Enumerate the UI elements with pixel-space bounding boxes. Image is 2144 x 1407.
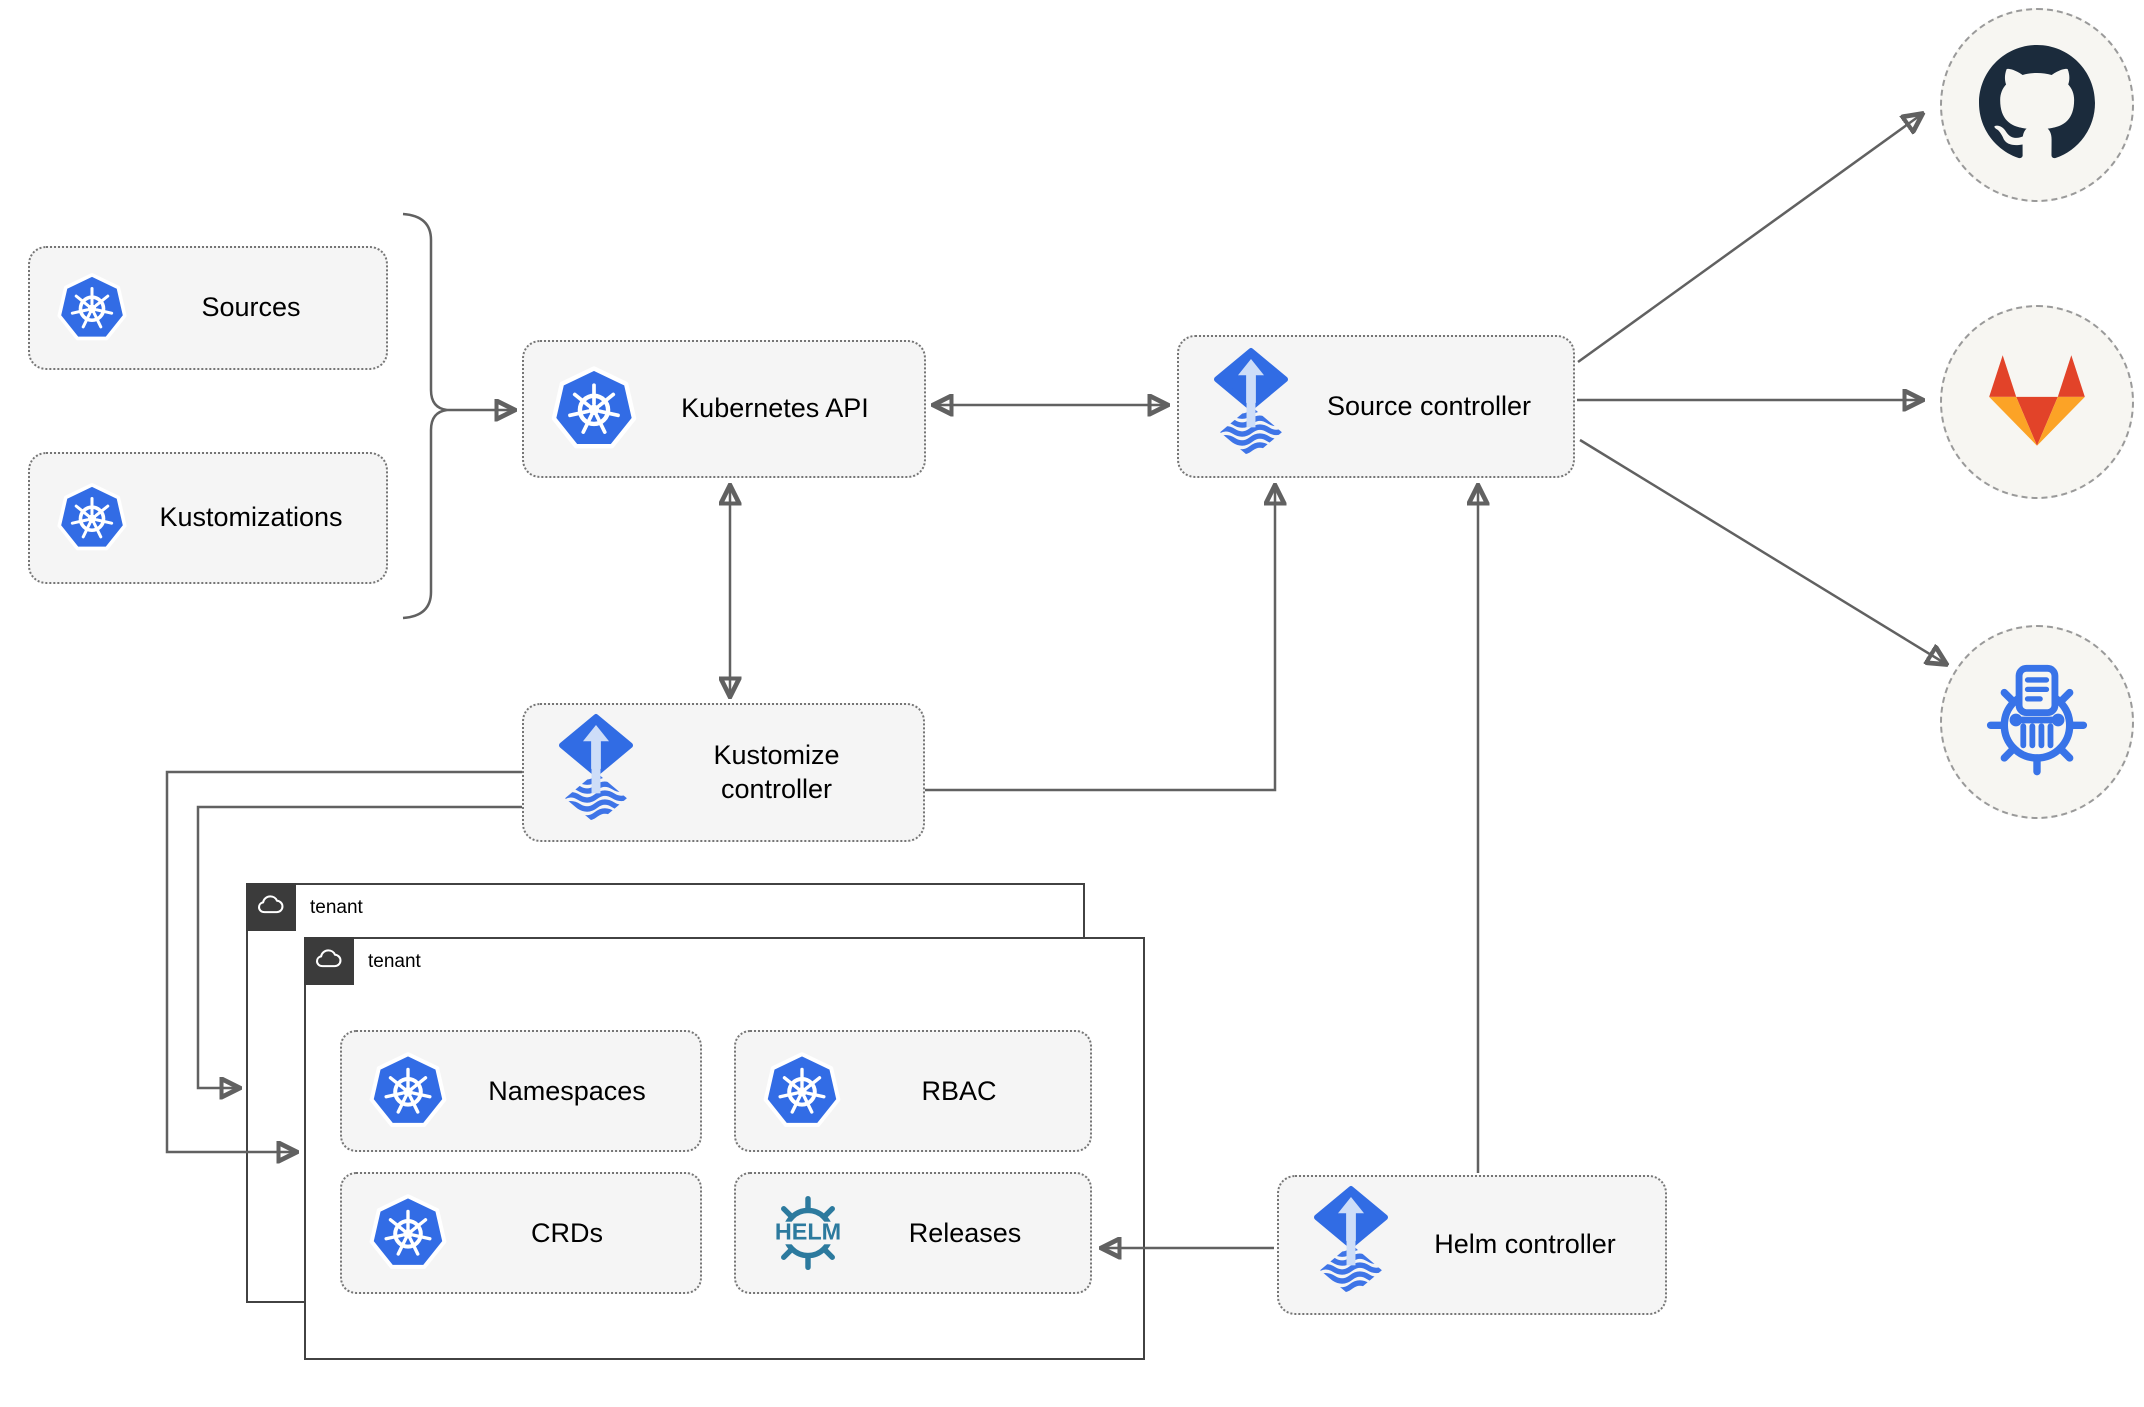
tenant-label: tenant — [310, 897, 363, 918]
tenant-tab — [246, 883, 296, 931]
resource-releases: HELM Releases — [734, 1172, 1092, 1294]
tenant-label: tenant — [368, 951, 421, 972]
flux-icon — [550, 712, 642, 834]
kubernetes-icon — [368, 1051, 448, 1131]
node-sources: Sources — [28, 246, 388, 370]
node-label: Kubernetes API — [681, 393, 869, 424]
flux-icon — [1305, 1184, 1397, 1306]
node-label: Source controller — [1326, 390, 1532, 421]
cloud-icon — [312, 944, 346, 979]
brace-sources-group — [402, 212, 448, 620]
tenant-tab — [304, 937, 354, 985]
kubernetes-icon — [56, 482, 128, 554]
node-label: Kustomizations — [159, 502, 343, 533]
resource-label: CRDs — [531, 1217, 603, 1248]
edge-kustomize-to-source — [925, 486, 1275, 792]
node-helm-controller: Helm controller — [1277, 1175, 1667, 1315]
edge-source-to-chartmuseum — [1579, 438, 1946, 664]
kubernetes-icon — [56, 272, 128, 344]
svg-text:HELM: HELM — [775, 1219, 841, 1245]
kubernetes-icon — [368, 1193, 448, 1273]
resource-label: Releases — [908, 1217, 1022, 1248]
github-octocat-icon — [1979, 44, 2095, 166]
helm-icon: HELM — [762, 1190, 854, 1276]
node-kubernetes-api: Kubernetes API — [522, 340, 926, 478]
node-label: Sources — [201, 292, 301, 323]
resource-namespaces: Namespaces — [340, 1030, 702, 1152]
resource-label: Namespaces — [488, 1075, 646, 1106]
endpoint-chartmuseum — [1940, 625, 2134, 819]
node-source-controller: Source controller — [1177, 335, 1575, 478]
node-label: Helm controller — [1434, 1229, 1616, 1260]
resource-rbac: RBAC — [734, 1030, 1092, 1152]
node-kustomizations: Kustomizations — [28, 452, 388, 584]
node-kustomize-controller: Kustomize controller — [522, 703, 925, 842]
kubernetes-icon — [762, 1051, 842, 1131]
endpoint-github — [1940, 8, 2134, 202]
edge-source-to-github — [1577, 114, 1922, 364]
cloud-icon — [254, 890, 288, 925]
gitlab-tanuki-icon — [1985, 352, 2089, 453]
kubernetes-icon — [550, 365, 638, 453]
resource-label: RBAC — [921, 1075, 997, 1106]
resource-crds: CRDs — [340, 1172, 702, 1294]
flux-icon — [1205, 346, 1297, 468]
endpoint-gitlab — [1940, 305, 2134, 499]
chartmuseum-pillar-icon — [1979, 662, 2095, 783]
node-label: Kustomize controller — [713, 739, 840, 804]
